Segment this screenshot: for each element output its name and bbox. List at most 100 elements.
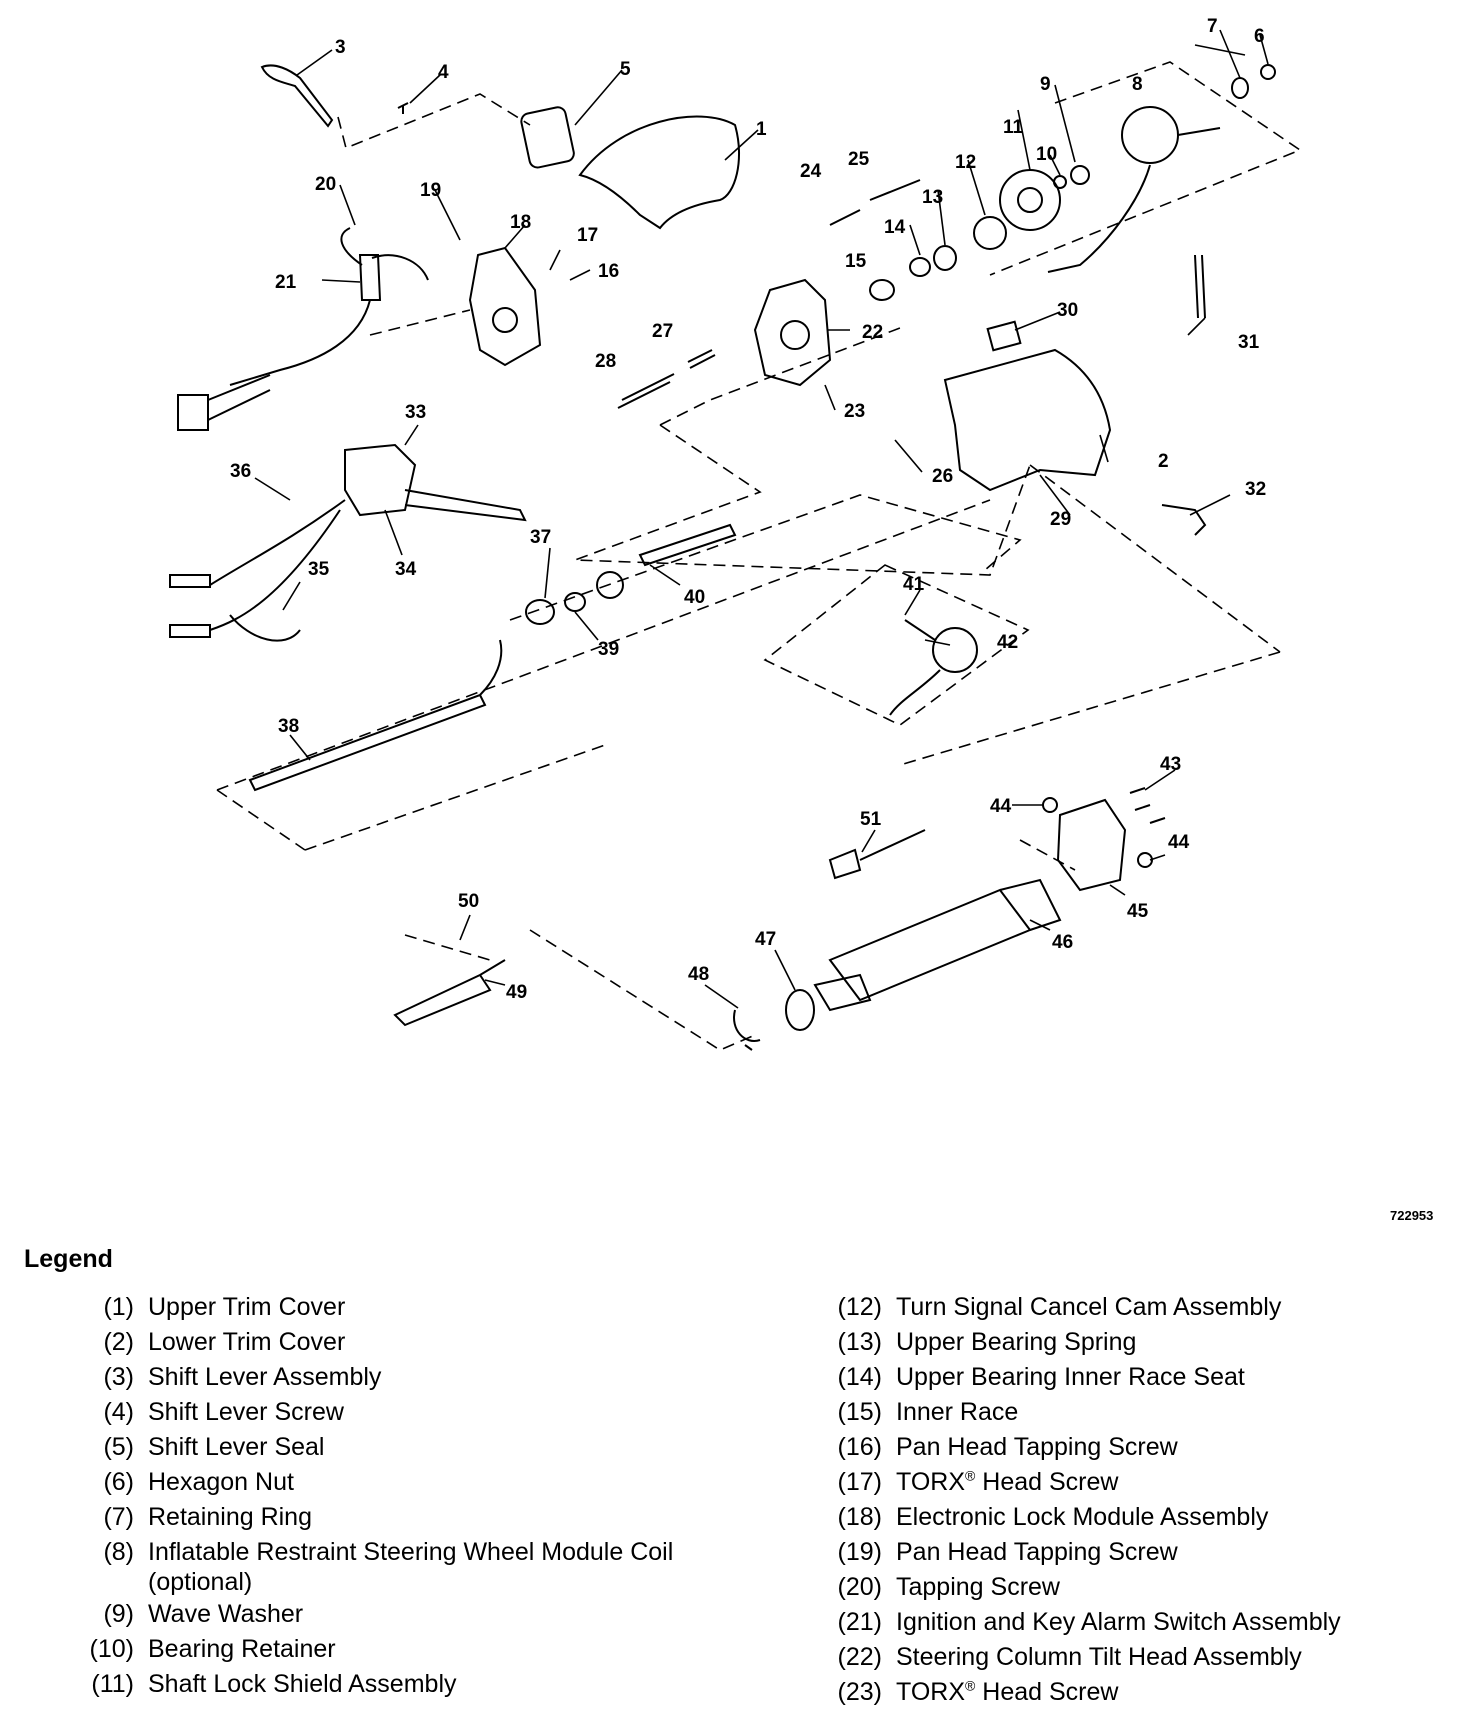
legend-item: (11)Shaft Lock Shield Assembly bbox=[64, 1667, 704, 1702]
callout-5: 5 bbox=[620, 59, 631, 80]
callout-2: 2 bbox=[1158, 451, 1169, 472]
part-49-intermediate-shaft bbox=[393, 959, 506, 1027]
callout-3: 3 bbox=[335, 37, 346, 58]
legend-text: Electronic Lock Module Assembly bbox=[896, 1503, 1269, 1531]
callout-20: 20 bbox=[315, 174, 336, 195]
legend-item: (15) Inner Race bbox=[812, 1395, 1452, 1430]
part-3-shift-lever bbox=[260, 64, 334, 128]
legend-num: (4) bbox=[103, 1398, 134, 1426]
part-28-spring bbox=[617, 373, 675, 409]
legend-text: Shaft Lock Shield Assembly bbox=[148, 1670, 457, 1698]
legend-item: (21)Ignition and Key Alarm Switch Assemb… bbox=[812, 1605, 1452, 1640]
callout-32: 32 bbox=[1245, 479, 1266, 500]
callout-37: 37 bbox=[530, 527, 551, 548]
part-46-column-jacket bbox=[828, 878, 1062, 1002]
legend-item: (23)TORX® Head Screw bbox=[812, 1675, 1452, 1710]
legend-text-suffix: Head Screw bbox=[975, 1678, 1119, 1706]
legend-item: (22)Steering Column Tilt Head Assembly bbox=[812, 1640, 1452, 1675]
callout-6: 6 bbox=[1254, 26, 1265, 47]
legend-num: (17) bbox=[837, 1468, 882, 1496]
legend-text: TORX® Head Screw bbox=[896, 1465, 1452, 1500]
callout-42: 42 bbox=[997, 632, 1018, 653]
legend-item: (10)Bearing Retainer bbox=[64, 1632, 704, 1667]
callout-14: 14 bbox=[884, 217, 906, 238]
part-21-ignition-switch bbox=[229, 227, 429, 386]
legend-text: Retaining Ring bbox=[148, 1503, 312, 1531]
callout-26: 26 bbox=[932, 466, 953, 487]
callout-11: 11 bbox=[1003, 117, 1024, 138]
callout-21: 21 bbox=[275, 272, 297, 293]
callout-39: 39 bbox=[598, 639, 619, 660]
legend-num: (20) bbox=[837, 1573, 882, 1601]
callout-19: 19 bbox=[420, 180, 441, 201]
callout-34: 34 bbox=[395, 559, 417, 580]
callout-33: 33 bbox=[405, 402, 426, 423]
callout-44b: 44 bbox=[1168, 832, 1190, 853]
legend-text: Upper Trim Cover bbox=[148, 1293, 346, 1321]
legend-num: (6) bbox=[103, 1468, 134, 1496]
callout-10: 10 bbox=[1036, 144, 1057, 165]
legend-item: (17) TORX® Head Screw bbox=[812, 1465, 1452, 1500]
callout-50: 50 bbox=[458, 891, 479, 912]
callout-7: 7 bbox=[1207, 16, 1218, 37]
legend-item: (13)Upper Bearing Spring bbox=[812, 1325, 1452, 1360]
callout-9: 9 bbox=[1040, 74, 1051, 95]
legend-num: (14) bbox=[837, 1363, 882, 1391]
legend-num: (21) bbox=[837, 1608, 882, 1636]
legend-item: (14)Upper Bearing Inner Race Seat bbox=[812, 1360, 1452, 1395]
legend-text: Pan Head Tapping Screw bbox=[896, 1433, 1178, 1461]
legend-item: (8)Inflatable Restraint Steering Wheel M… bbox=[64, 1535, 704, 1597]
legend-text: Hexagon Nut bbox=[148, 1468, 294, 1496]
callout-43: 43 bbox=[1160, 754, 1181, 775]
callout-45: 45 bbox=[1127, 901, 1149, 922]
callout-23: 23 bbox=[844, 401, 865, 422]
registered-mark: ® bbox=[965, 1677, 976, 1694]
exploded-parts-diagram: 1 2 3 4 5 6 7 8 9 10 11 12 13 14 15 16 1… bbox=[169, 16, 1302, 1051]
callout-labels: 1 2 3 4 5 6 7 8 9 10 11 12 13 14 15 16 1… bbox=[230, 16, 1266, 1003]
legend-item: (9) Wave Washer bbox=[64, 1597, 704, 1632]
callout-24: 24 bbox=[800, 161, 822, 182]
part-2-lower-trim-cover bbox=[943, 348, 1112, 492]
legend-num: (15) bbox=[837, 1398, 882, 1426]
assembly-dashed-lines bbox=[216, 61, 1302, 1051]
legend-text: Inflatable Restraint Steering Wheel Modu… bbox=[148, 1538, 674, 1596]
legend-num: (5) bbox=[103, 1433, 134, 1461]
part-4-screw bbox=[397, 102, 409, 114]
legend-item: (2)Lower Trim Cover bbox=[64, 1325, 704, 1360]
part-34-turn-signal-switch bbox=[344, 443, 527, 522]
legend-text: Turn Signal Cancel Cam Assembly bbox=[896, 1293, 1282, 1321]
legend-num: (2) bbox=[103, 1328, 134, 1356]
legend-text: Bearing Retainer bbox=[148, 1635, 336, 1663]
legend-item: (5)Shift Lever Seal bbox=[64, 1430, 704, 1465]
part-27-pin bbox=[687, 349, 716, 369]
part-1-upper-trim-cover bbox=[578, 115, 741, 230]
callout-47: 47 bbox=[755, 929, 776, 950]
registered-mark: ® bbox=[965, 1467, 976, 1484]
legend-title: Legend bbox=[24, 1245, 113, 1273]
legend-text: Inner Race bbox=[896, 1398, 1019, 1426]
callout-51: 51 bbox=[860, 809, 882, 830]
callout-31: 31 bbox=[1238, 332, 1260, 353]
legend-item: (4)Shift Lever Screw bbox=[64, 1395, 704, 1430]
callout-4: 4 bbox=[438, 62, 449, 83]
legend-num: (3) bbox=[103, 1363, 134, 1391]
legend-num: (7) bbox=[103, 1503, 134, 1531]
legend-item: (20) Tapping Screw bbox=[812, 1570, 1452, 1605]
legend-num: (19) bbox=[837, 1538, 882, 1566]
legend-text: Tapping Screw bbox=[896, 1573, 1060, 1601]
legend-item: (12)Turn Signal Cancel Cam Assembly bbox=[812, 1290, 1452, 1325]
part-22-tilt-head bbox=[753, 278, 832, 387]
callout-12: 12 bbox=[955, 152, 976, 173]
legend-item: (18)Electronic Lock Module Assembly bbox=[812, 1500, 1452, 1535]
legend-item: (3)Shift Lever Assembly bbox=[64, 1360, 704, 1395]
callout-44a: 44 bbox=[990, 796, 1012, 817]
legend-text: TORX® Head Screw bbox=[896, 1675, 1452, 1710]
callout-1: 1 bbox=[756, 119, 767, 140]
callout-40: 40 bbox=[684, 587, 705, 608]
torx-brand: TORX bbox=[896, 1468, 965, 1496]
legend-num: (9) bbox=[103, 1600, 134, 1628]
legend-num: (1) bbox=[103, 1293, 134, 1321]
legend-text: Wave Washer bbox=[148, 1600, 304, 1628]
callout-13: 13 bbox=[922, 187, 943, 208]
legend-item: (7) Retaining Ring bbox=[64, 1500, 704, 1535]
